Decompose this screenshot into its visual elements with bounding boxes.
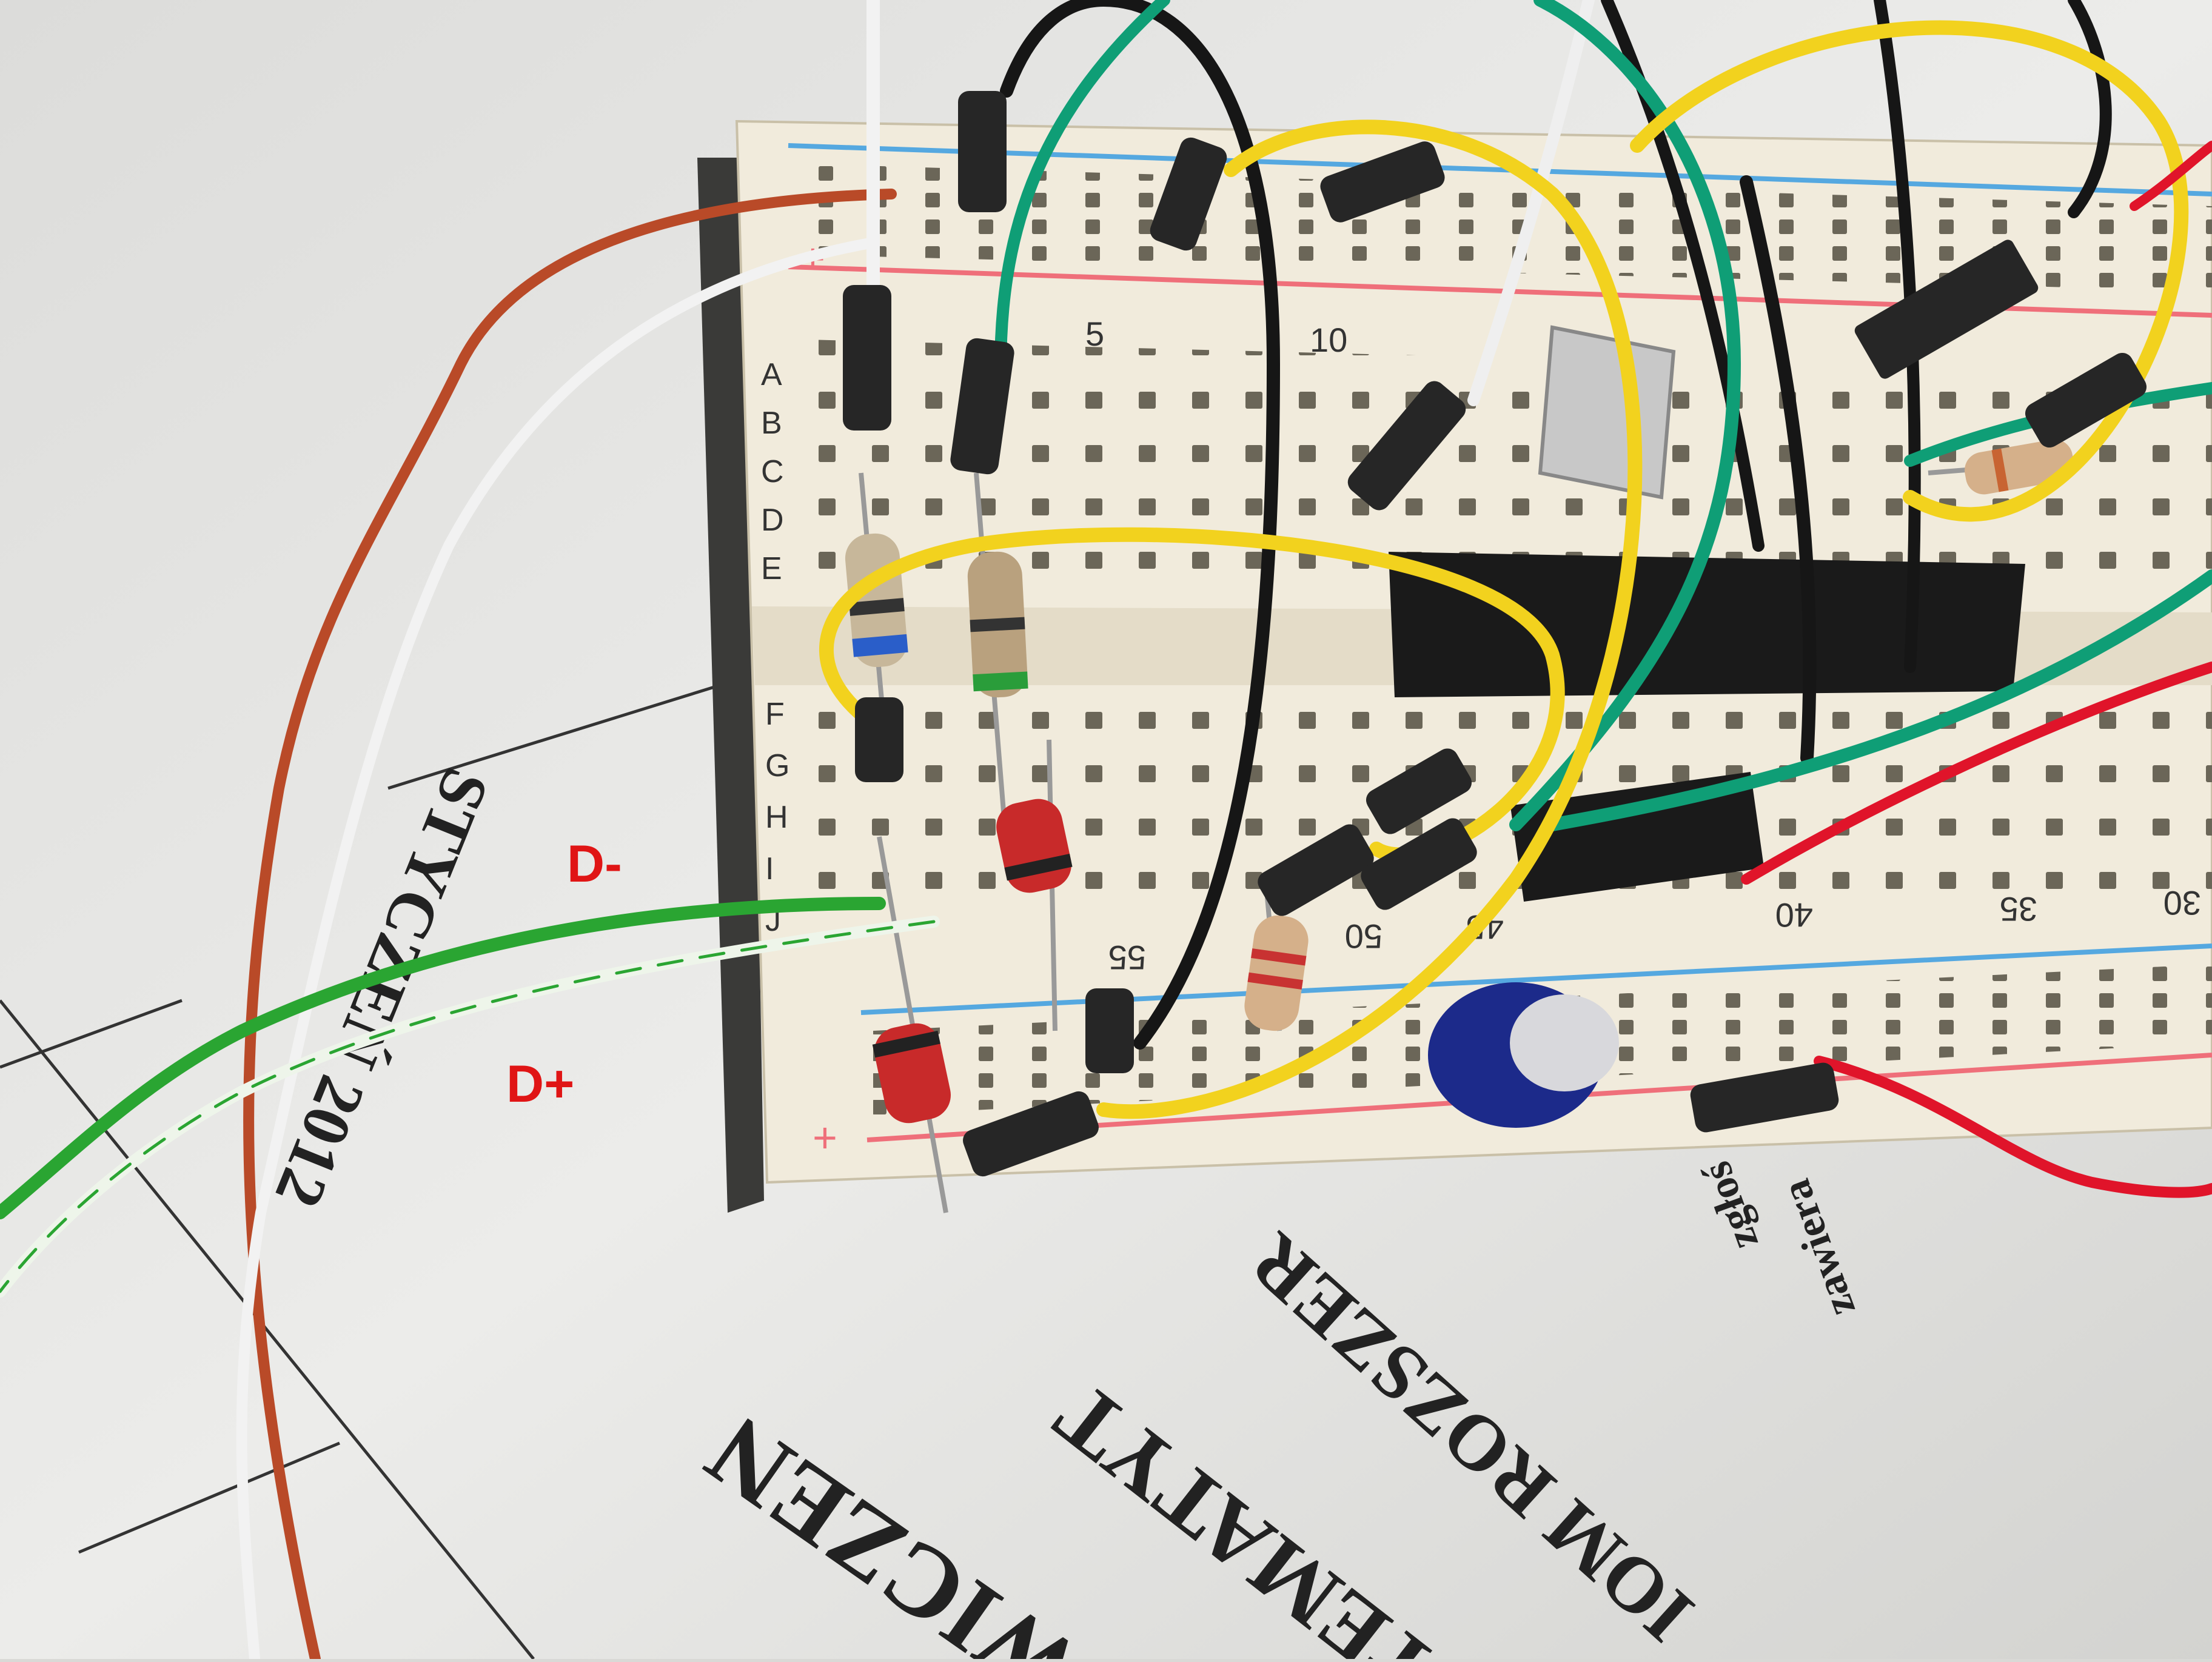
chip-lower-part (1510, 771, 1765, 902)
row-label-a: A (761, 357, 782, 392)
row-label-b: B (761, 406, 782, 441)
usb-green-wire (0, 897, 886, 1219)
crystal-oscillator (1538, 325, 1676, 500)
diode-1 (996, 739, 1073, 1031)
diode-2 (872, 836, 951, 1213)
green-wire-3 (1546, 569, 2212, 831)
d-minus-label: D- (567, 835, 622, 893)
black-wire-1 (1000, 0, 1281, 1050)
row-label-f: F (765, 697, 785, 732)
paper-lines (0, 677, 740, 1660)
rail-plus-bottom: + (813, 1114, 837, 1161)
col-label-40: 40 (1775, 896, 1813, 934)
green-wire-2 (1509, 0, 1741, 831)
microcontroller-chip (1389, 552, 2025, 697)
col-label-35: 35 (2000, 890, 2037, 928)
red-wire-2 (1814, 1056, 2212, 1198)
col-label-55: 55 (1108, 939, 1146, 977)
row-label-i: I (765, 851, 774, 886)
yellow-wire-1 (819, 527, 1565, 862)
d-plus-label: D+ (506, 1055, 575, 1113)
col-label-50: 50 (1345, 917, 1382, 956)
row-label-g: G (765, 748, 789, 783)
green-wire-1 (994, 0, 1170, 376)
col-label-30: 30 (2163, 884, 2201, 922)
resistor-3 (1244, 897, 1309, 1031)
white-wire-1 (236, 237, 879, 1662)
col-label-10: 10 (1310, 321, 1347, 359)
row-label-h: H (765, 800, 788, 835)
resistor-2 (967, 472, 1028, 849)
yellow-wire-3 (1630, 20, 2189, 522)
row-label-d: D (761, 503, 784, 538)
row-label-c: C (761, 454, 784, 489)
col-label-5: 5 (1085, 315, 1104, 353)
jumper-connectors (843, 91, 2147, 1177)
red-wire-1 (1741, 662, 2212, 885)
black-wire-2 (1740, 175, 1817, 765)
yellow-wire-2 (1096, 119, 1643, 1119)
row-label-e: E (761, 551, 782, 586)
column-numbers: 5 10 55 50 45 40 35 30 (1085, 315, 2201, 977)
capacitor (1428, 982, 1619, 1128)
